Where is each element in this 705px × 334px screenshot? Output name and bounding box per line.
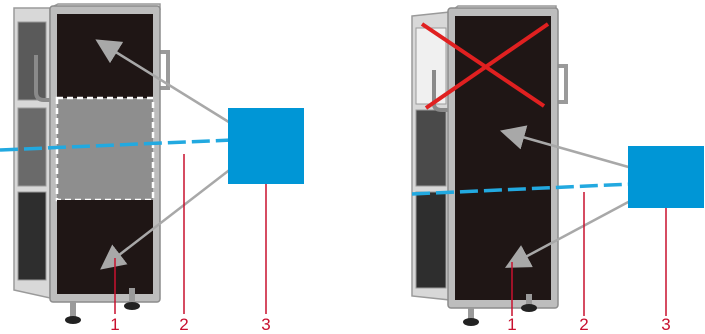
callout-2: 2 bbox=[179, 315, 188, 334]
appliance-feet bbox=[463, 294, 537, 326]
appliance-feet bbox=[65, 288, 140, 324]
callout-3: 3 bbox=[261, 315, 270, 334]
callout-1: 1 bbox=[110, 315, 119, 334]
cabinet-body bbox=[411, 5, 568, 301]
callout-2: 2 bbox=[579, 315, 588, 334]
door-panel-top bbox=[57, 14, 153, 98]
pointer-arrow-icon bbox=[504, 198, 633, 268]
cabinet-body bbox=[13, 3, 170, 299]
red-cross-icon bbox=[420, 22, 550, 110]
door-panel-middle bbox=[57, 98, 153, 200]
door-panel-bottom bbox=[57, 200, 153, 294]
door-panel bbox=[455, 16, 551, 300]
pointer-arrow-icon bbox=[100, 167, 233, 270]
callout-1: 1 bbox=[507, 315, 516, 334]
sensor-box-icon bbox=[628, 146, 704, 208]
sensor-box-icon bbox=[228, 108, 304, 184]
left-figure: 1 2 3 bbox=[0, 3, 304, 334]
sensor-beam-line bbox=[411, 182, 633, 196]
callout-3: 3 bbox=[661, 315, 670, 334]
pointer-arrow-icon bbox=[499, 125, 633, 170]
right-figure: 1 2 3 bbox=[411, 5, 704, 334]
sensor-beam-line bbox=[0, 138, 233, 152]
pointer-arrow-icon bbox=[95, 39, 233, 126]
